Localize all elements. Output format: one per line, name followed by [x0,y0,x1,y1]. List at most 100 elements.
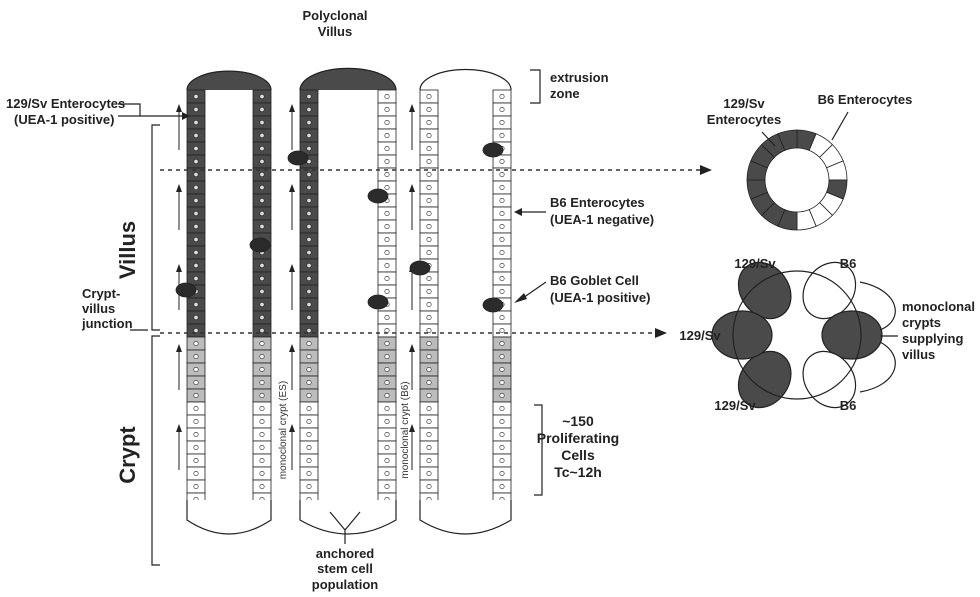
cell-nucleus [385,172,389,176]
crypt-villus-junction-label-2: villus [82,301,115,316]
proliferating-label-2: Proliferating [537,430,619,446]
cell-nucleus [307,484,311,488]
monoclonal-supplying-label-1: monoclonal [902,299,975,314]
cell-nucleus [385,120,389,124]
cell-nucleus [260,393,264,397]
migration-arrowhead [409,104,415,112]
villus-cross-section-ring [747,130,847,230]
crypt-label: Crypt [115,426,140,484]
crypt-b6-bottom-label: B6 [840,398,857,413]
cell-nucleus [194,146,198,150]
crypt-129sv-bottom-label: 129/Sv [714,398,756,413]
cell-nucleus [260,94,264,98]
ring-b6-pointer [832,112,848,140]
cell-nucleus [385,445,389,449]
cell-nucleus [427,107,431,111]
cell-nucleus [500,198,504,202]
cell-nucleus [427,406,431,410]
cell-nucleus [500,393,504,397]
cell-nucleus [260,185,264,189]
crypt-base [300,500,396,534]
crypt-villus-junction-label-3: junction [81,316,133,331]
cell-nucleus [260,380,264,384]
cell-nucleus [427,159,431,163]
cell-nucleus [385,419,389,423]
anchored-stem-label-2: stem cell [317,561,373,576]
cell-nucleus [385,458,389,462]
migration-arrowhead [176,104,182,112]
cell-nucleus [500,94,504,98]
cell-nucleus [500,276,504,280]
cell-nucleus [427,354,431,358]
cell-nucleus [194,393,198,397]
cell-nucleus [194,458,198,462]
cell-nucleus [260,471,264,475]
cell-nucleus [427,328,431,332]
cell-nucleus [427,341,431,345]
migration-arrowhead [289,344,295,352]
crypt-b6-top-label: B6 [840,256,857,271]
anchored-stem-label-1: anchored [316,546,375,561]
cell-nucleus [307,224,311,228]
cell-nucleus [427,120,431,124]
cell-nucleus [385,185,389,189]
migration-arrowhead [176,264,182,272]
goblet-cell [250,238,270,252]
cell-nucleus [260,367,264,371]
proliferating-label-3: Cells [561,447,595,463]
cell-nucleus [500,458,504,462]
migration-arrowhead [176,344,182,352]
cell-nucleus [385,315,389,319]
cell-nucleus [427,133,431,137]
cell-nucleus [307,471,311,475]
cell-nucleus [194,263,198,267]
cell-nucleus [194,250,198,254]
cell-nucleus [260,302,264,306]
cell-nucleus [194,159,198,163]
cell-nucleus [500,133,504,137]
cell-nucleus [307,289,311,293]
cell-nucleus [194,380,198,384]
villus-tip [187,71,271,90]
cell-nucleus [385,276,389,280]
villus-tip [300,68,396,90]
cell-nucleus [194,185,198,189]
migration-arrowhead [409,344,415,352]
monoclonal-crypt-label: monoclonal crypt (B6) [400,381,411,478]
cell-nucleus [260,341,264,345]
cell-nucleus [307,341,311,345]
cell-nucleus [307,133,311,137]
b6-goblet-label-1: B6 Goblet Cell [550,273,639,288]
b6-enterocytes-arrowhead [514,208,522,216]
monoclonal-supplying-label-3: supplying [902,331,963,346]
cell-nucleus [385,146,389,150]
cell-nucleus [427,250,431,254]
cell-nucleus [260,263,264,267]
goblet-cell [483,143,503,157]
cell-nucleus [260,120,264,124]
sv129-enterocytes-label-2: (UEA-1 positive) [14,112,114,127]
cell-nucleus [427,458,431,462]
cell-nucleus [427,185,431,189]
goblet-cell [288,151,308,165]
cell-nucleus [385,211,389,215]
cell-nucleus [260,354,264,358]
cell-nucleus [307,445,311,449]
cell-nucleus [427,237,431,241]
cell-nucleus [427,172,431,176]
cell-nucleus [260,276,264,280]
crypt-circle [822,311,882,359]
ring-129sv-label-2: Enterocytes [707,112,781,127]
cell-nucleus [307,237,311,241]
cell-nucleus [427,393,431,397]
cell-nucleus [427,224,431,228]
monoclonal-supplying-label-4: villus [902,347,935,362]
cell-nucleus [427,367,431,371]
cell-nucleus [427,471,431,475]
cell-nucleus [427,198,431,202]
cell-nucleus [194,237,198,241]
sv129-bracket-pointer [118,104,182,116]
cell-nucleus [307,393,311,397]
cell-nucleus [385,380,389,384]
goblet-cell [368,189,388,203]
